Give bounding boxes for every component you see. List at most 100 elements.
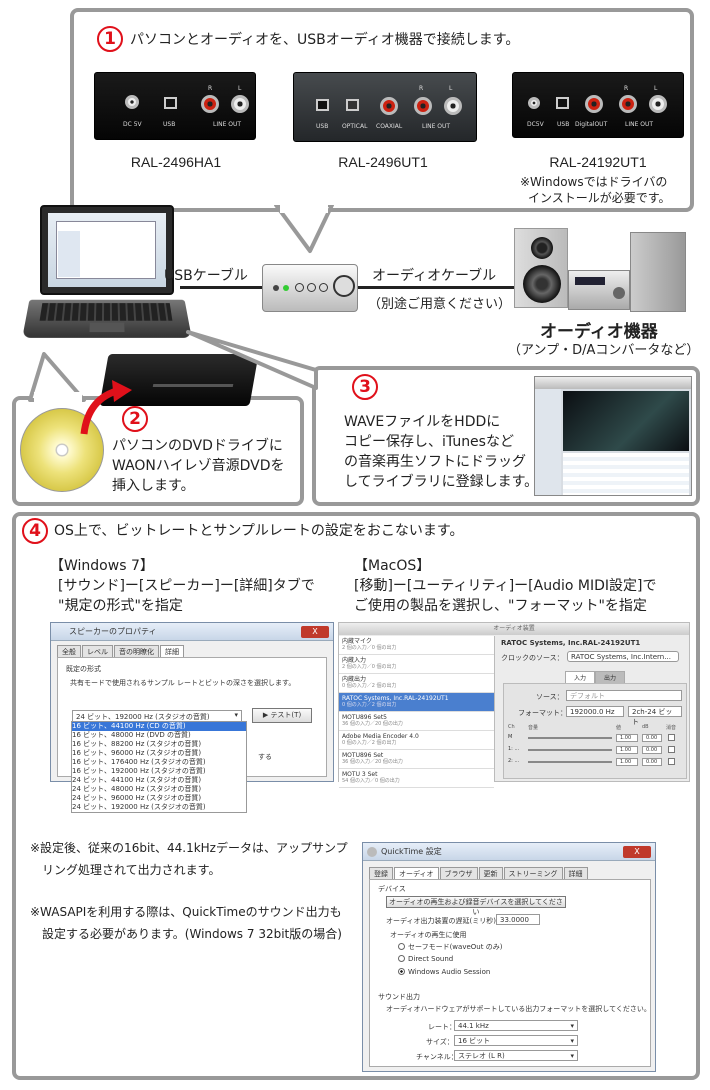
speaker-left-icon [514, 228, 568, 308]
output-settings-box: ソース： デフォルト フォーマット： 192000.0 Hz 2ch-24 ビッ… [503, 683, 687, 779]
channel-value[interactable]: 1.00 [616, 734, 638, 742]
device-ral-2496ha1-image: DC 5V USB LINE OUT R L [94, 72, 256, 140]
dc-jack-icon [528, 97, 540, 109]
tab-browser[interactable]: ブラウザ [439, 867, 478, 880]
device-section-label: デバイス [378, 885, 406, 893]
speaker-dialog-close-button[interactable]: X [301, 626, 329, 638]
format-option[interactable]: 16 ビット、48000 Hz (DVD の音質) [72, 731, 191, 739]
radio-windows-audio-session[interactable]: Windows Audio Session [398, 968, 490, 976]
format-option[interactable]: 16 ビット、88200 Hz (スタジオの音質) [72, 740, 202, 748]
format-option[interactable]: 16 ビット、44100 Hz (CD の音質) [72, 722, 246, 731]
format-option[interactable]: 24 ビット、48000 Hz (スタジオの音質) [72, 785, 202, 793]
device-name-ral-24192ut1: RAL-24192UT1 [549, 154, 647, 170]
tab-enhancements[interactable]: 音の明瞭化 [114, 645, 159, 658]
radio-safe-mode[interactable]: セーフモード(waveOut のみ) [398, 942, 502, 952]
audio-device-name: MOTU896 Set [342, 752, 384, 759]
device2-label-optical: OPTICAL [342, 123, 368, 130]
format-options-list[interactable]: 16 ビット、44100 Hz (CD の音質) 16 ビット、48000 Hz… [71, 721, 247, 813]
format-option[interactable]: 16 ビット、192000 Hz (スタジオの音質) [72, 767, 206, 775]
size-label: サイズ： [426, 1038, 454, 1046]
tab-general[interactable]: 全般 [57, 645, 81, 658]
windows-instruction-line1: [サウンド]ー[スピーカー]ー[詳細]タブで [58, 578, 315, 594]
format-option[interactable]: 24 ビット、96000 Hz (スタジオの音質) [72, 794, 202, 802]
source-select[interactable]: デフォルト [566, 690, 682, 701]
select-device-button[interactable]: オーディオの再生および録音デバイスを選択してください [386, 896, 566, 916]
tab-advanced[interactable]: 詳細 [563, 867, 588, 880]
audio-device-name: Adobe Media Encoder 4.0 [342, 733, 419, 740]
rca-red-icon [414, 97, 432, 115]
volume-slider[interactable] [528, 749, 612, 751]
insert-arrow-icon [80, 380, 132, 435]
rca-red-icon [201, 95, 219, 113]
laptop-screen [40, 205, 174, 295]
tab-update[interactable]: 更新 [478, 867, 503, 880]
default-format-desc: 共有モードで使用されるサンプル レートとビットの深さを選択します。 [70, 679, 296, 687]
format-option[interactable]: 16 ビット、96000 Hz (スタジオの音質) [72, 749, 202, 757]
device1-label-l: L [238, 85, 242, 92]
itunes-toolbar [535, 377, 691, 389]
format-option[interactable]: 24 ビット、44100 Hz (スタジオの音質) [72, 776, 202, 784]
speaker-right-icon [630, 232, 686, 312]
itunes-screenshot [534, 376, 692, 496]
channel-db[interactable]: 0.00 [642, 746, 662, 754]
usb-audio-adapter-icon [262, 264, 358, 312]
channel-select[interactable]: ステレオ (L R)▾ [454, 1050, 578, 1061]
audio-device-io: 54 個の入力／0 個の出力 [342, 778, 400, 784]
channel-value[interactable]: 1.00 [616, 746, 638, 754]
volume-slider[interactable] [528, 737, 612, 739]
adapter-knob-icon [295, 283, 304, 292]
audio-device-name: MOTU 3 Set [342, 771, 378, 778]
volume-slider[interactable] [528, 761, 612, 763]
channel-row: M 1.00 0.00 [508, 734, 684, 744]
quicktime-dialog-title: QuickTime 設定 [381, 847, 442, 856]
latency-input[interactable]: 33.0000 [496, 914, 540, 925]
mute-checkbox[interactable] [668, 746, 675, 753]
clock-source-select[interactable]: RATOC Systems, Inc.Intern... [567, 651, 679, 662]
channel-db[interactable]: 0.00 [642, 758, 662, 766]
sample-rate-select[interactable]: 192000.0 Hz [566, 706, 624, 717]
db-header: dB [642, 724, 649, 730]
adapter-led-green-icon [283, 285, 289, 291]
test-button[interactable]: ▶ テスト(T) [252, 708, 312, 723]
step1-text: パソコンとオーディオを、USBオーディオ機器で接続します。 [130, 32, 520, 48]
tab-streaming[interactable]: ストリーミング [503, 867, 563, 880]
device3-label-dc: DC5V [527, 121, 544, 128]
tab-advanced[interactable]: 詳細 [160, 645, 184, 658]
rate-label: レート： [428, 1023, 456, 1031]
mute-checkbox[interactable] [668, 758, 675, 765]
device1-label-dc: DC 5V [123, 121, 142, 128]
dc-jack-icon [125, 95, 139, 109]
device-ral-24192ut1-image: DC5V USB DigitalOUT LINE OUT R L [512, 72, 684, 138]
format-option[interactable]: 24 ビット、192000 Hz (スタジオの音質) [72, 803, 206, 811]
driver-note-line1: ※Windowsではドライバの [520, 175, 668, 189]
tab-levels[interactable]: レベル [82, 645, 113, 658]
format-option[interactable]: 16 ビット、176400 Hz (スタジオの音質) [72, 758, 206, 766]
radio-direct-sound[interactable]: Direct Sound [398, 955, 453, 963]
audio-device-io: 0 個の入力／2 個の出力 [342, 683, 397, 689]
rate-select[interactable]: 44.1 kHz▾ [454, 1020, 578, 1031]
tab-register[interactable]: 登録 [369, 867, 393, 880]
step3-line1: WAVEファイルをHDDに [344, 414, 501, 430]
tab-output[interactable]: 出力 [595, 671, 626, 684]
quicktime-close-button[interactable]: X [623, 846, 651, 858]
channel-value[interactable]: 1.00 [616, 758, 638, 766]
tab-audio[interactable]: オーディオ [394, 867, 439, 880]
size-value: 16 ビット [458, 1037, 491, 1045]
mute-checkbox[interactable] [668, 734, 675, 741]
size-select[interactable]: 16 ビット▾ [454, 1035, 578, 1046]
amplifier-display-icon [575, 277, 605, 285]
bit-depth-select[interactable]: 2ch-24 ビット [628, 706, 682, 726]
radio-wasapi-label: Windows Audio Session [408, 968, 491, 976]
optical-port-icon [346, 99, 359, 111]
channel-name: 1: ... [508, 746, 520, 752]
channel-db[interactable]: 0.00 [642, 734, 662, 742]
